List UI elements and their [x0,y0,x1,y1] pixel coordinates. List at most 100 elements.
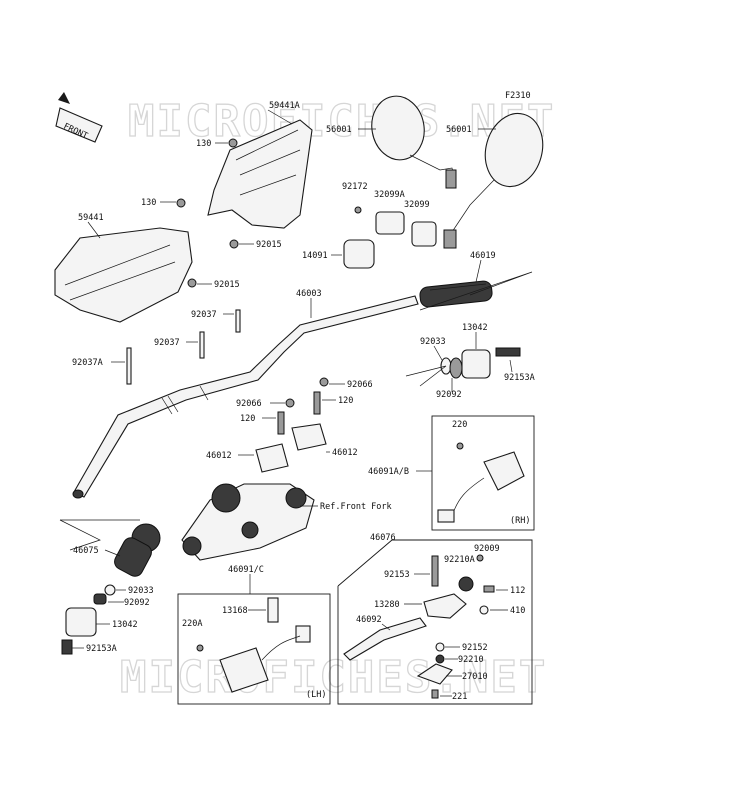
label-112: 112 [510,586,525,596]
circlip-92033-b [104,584,116,596]
label-32099A: 32099A [374,190,405,200]
label-92153: 92153 [384,570,410,580]
label-220: 220 [452,420,467,430]
label-46012-right: 46012 [332,448,358,458]
box-lh [177,593,331,705]
label-92153A-b: 92153A [86,644,117,654]
label-46003: 46003 [296,289,322,299]
label-92152: 92152 [462,643,488,653]
connector-rh [437,509,455,523]
bolt-92153A-a [495,347,521,357]
label-46091C: 46091/C [228,565,264,575]
bracket-92037-a [235,309,241,333]
label-120-a: 120 [338,396,353,406]
mirror-left [371,95,457,189]
label-92009: 92009 [474,544,500,554]
label-92037-b: 92037 [154,338,180,348]
label-92210A: 92210A [444,555,475,565]
label-120-b: 120 [240,414,255,424]
label-410: 410 [510,606,525,616]
bracket-92037A [126,347,132,385]
label-59441: 59441 [78,213,104,223]
throttle-case-32099A [375,211,405,235]
figure-code: F2310 [505,91,531,101]
label-27010: 27010 [462,672,488,682]
screw-92009 [476,554,484,562]
box-rh [431,415,535,531]
clamp-46012-left [255,443,289,473]
label-92092-b: 92092 [124,598,150,608]
bracket-92037-b [199,331,205,359]
throttle-grip [419,280,493,308]
weight-13042-a [461,349,491,379]
label-13168: 13168 [222,606,248,616]
nut-92015-a [229,239,239,249]
label-92033-b: 92033 [128,586,154,596]
label-92066-b: 92066 [236,399,262,409]
screw-220A [196,644,204,652]
box-rh-label: (RH) [510,516,530,526]
box-lever [337,539,533,705]
cap-92066-a [319,377,329,387]
front-arrow-icon: FRONT [55,92,103,143]
rubber-92092-a [449,357,463,379]
label-13042-a: 13042 [462,323,488,333]
label-92015-a: 92015 [256,240,282,250]
weight-13042-b [65,607,97,637]
switch-rh [483,451,525,491]
label-92015-b: 92015 [214,280,240,290]
bolt-130-left [176,198,186,208]
rubber-92092-b [93,593,107,605]
watermark-top: MICROFICHES.NET [128,96,555,147]
brake-lever-46092 [343,617,427,661]
label-46012-left: 46012 [206,451,232,461]
bolt-120-a [313,391,321,415]
nut-92015-b [187,278,197,288]
watermark-bottom: MICROFICHES.NET [120,652,547,703]
label-130-a: 130 [196,139,211,149]
clutch-switch-13168 [267,597,279,623]
label-13042-b: 13042 [112,620,138,630]
label-59441A: 59441A [269,101,300,111]
label-46092: 46092 [356,615,382,625]
label-14091: 14091 [302,251,328,261]
label-56001-right: 56001 [446,125,472,135]
label-92037A: 92037A [72,358,103,368]
label-92210: 92210 [458,655,484,665]
left-bar-guide [59,519,101,551]
label-46075: 46075 [73,546,99,556]
label-130-b: 130 [141,198,156,208]
washer-410 [479,605,489,615]
label-32099: 32099 [404,200,430,210]
screw-220 [456,442,464,450]
bolt-112 [483,585,495,593]
ref-front-fork: Ref.Front Fork [320,502,392,512]
handlebar [72,295,419,499]
guide-14091 [343,239,375,269]
label-92172: 92172 [342,182,368,192]
holder-13280 [423,593,467,619]
left-grip [114,523,161,577]
screw-221 [431,689,439,699]
bolt-92153 [431,555,439,587]
box-lh-label: (LH) [306,690,326,700]
bolt-130-top [228,138,238,148]
switch-27010 [416,663,453,685]
hand-guard-left [54,227,193,323]
nut-92210A [458,576,474,592]
label-92033-a: 92033 [420,337,446,347]
label-92153A-a: 92153A [504,373,535,383]
clamp-46012-right [291,423,327,451]
bolt-92152 [435,642,445,652]
label-92092-a: 92092 [436,390,462,400]
label-13280: 13280 [374,600,400,610]
label-221: 221 [452,692,467,702]
label-220A: 220A [182,619,202,629]
switch-lh [219,647,269,693]
throttle-case-32099 [411,221,437,247]
bolt-92153A-b [61,639,73,655]
label-92037-a: 92037 [191,310,217,320]
label-46091AB: 46091A/B [368,467,409,477]
nut-92210 [435,654,445,664]
